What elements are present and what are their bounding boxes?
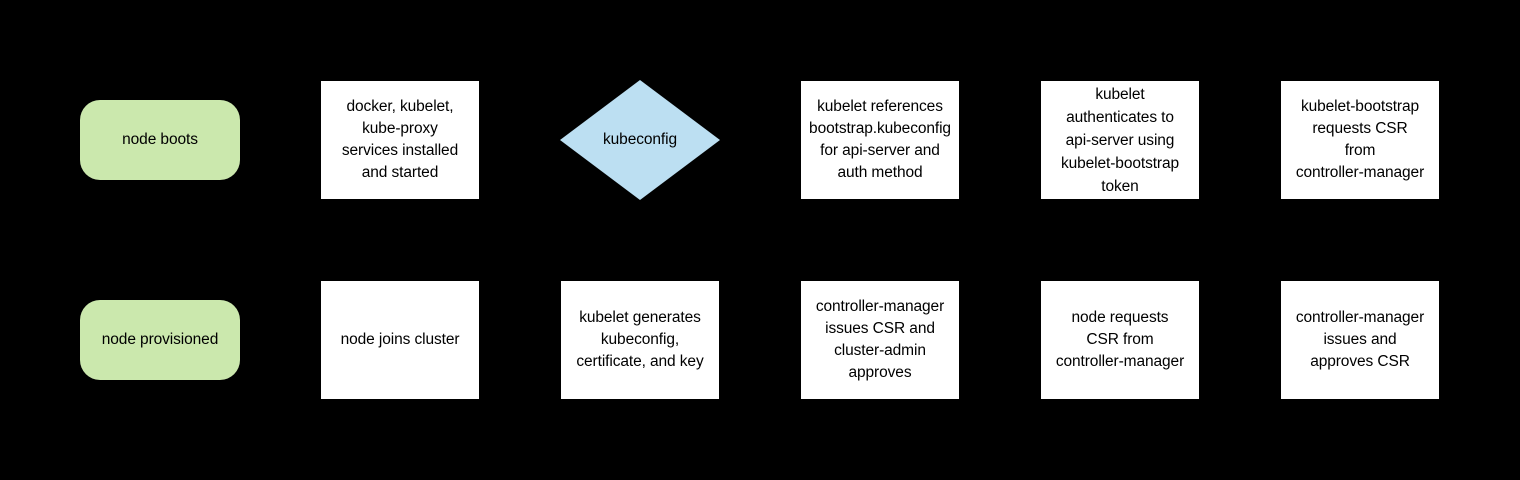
node-label: kubeconfig xyxy=(603,131,677,148)
node-boots[interactable]: node boots xyxy=(80,100,240,180)
node-label: kubelet generates kubeconfig, certificat… xyxy=(576,309,704,370)
kubeconfig[interactable]: kubeconfig xyxy=(560,80,720,200)
kubelet-generates-kubeconfig[interactable]: kubelet generates kubeconfig, certificat… xyxy=(561,281,719,399)
services-installed[interactable]: docker, kubelet, kube-proxy services ins… xyxy=(321,81,479,199)
node-joins-cluster[interactable]: node joins cluster xyxy=(321,281,479,399)
node-provisioned[interactable]: node provisioned xyxy=(80,300,240,380)
kubelet-bootstrap-requests-csr[interactable]: kubelet-bootstrap requests CSR from cont… xyxy=(1281,81,1439,199)
node-label: node provisioned xyxy=(101,331,219,348)
controller-manager-issues-and-approves-csr[interactable]: controller-manager issues and approves C… xyxy=(1281,281,1439,399)
controller-manager-issues-csr[interactable]: controller-manager issues CSR and cluste… xyxy=(801,281,959,399)
node-label: kubelet references bootstrap.kubeconfig … xyxy=(809,98,951,181)
node-label: node joins cluster xyxy=(340,331,460,348)
node-label: controller-manager issues CSR and cluste… xyxy=(815,298,945,381)
node-label: controller-manager issues and approves C… xyxy=(1295,309,1425,370)
kubelet-references-bootstrap-kubeconfig[interactable]: kubelet references bootstrap.kubeconfig … xyxy=(801,81,959,199)
node-label: docker, kubelet, kube-proxy services ins… xyxy=(341,98,459,181)
node-label: node boots xyxy=(122,131,198,148)
node-label: kubelet-bootstrap requests CSR from cont… xyxy=(1295,98,1425,181)
node-label: node requests CSR from controller-manage… xyxy=(1055,309,1185,370)
kubelet-authenticates-to-api-server[interactable]: kubelet authenticates to api-server usin… xyxy=(1041,81,1199,199)
node-label: kubelet authenticates to api-server usin… xyxy=(1060,85,1180,195)
node-requests-csr[interactable]: node requests CSR from controller-manage… xyxy=(1041,281,1199,399)
